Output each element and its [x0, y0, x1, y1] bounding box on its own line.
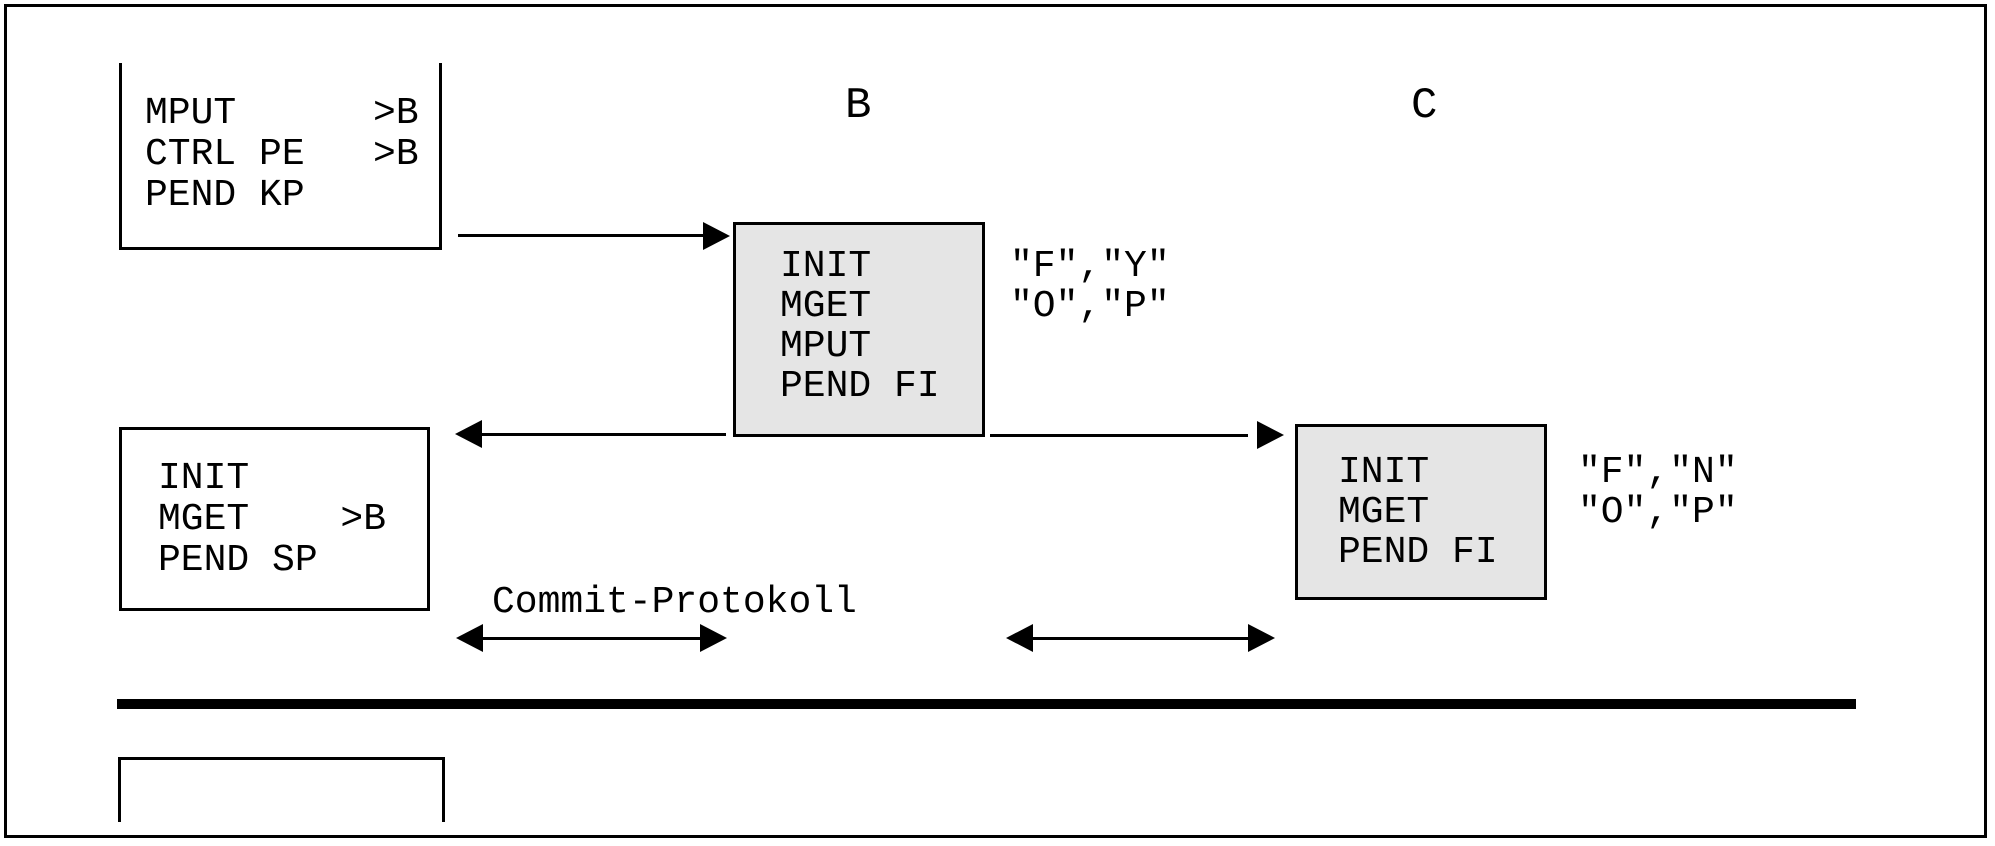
arrow-b-to-c-line	[990, 434, 1248, 437]
box-c-params: "F","N" "O","P"	[1578, 453, 1738, 533]
box-top-left-line: MPUT >B	[145, 92, 419, 135]
arrow-b-to-a-line	[482, 433, 726, 436]
box-bottom-left-line: MGET >B	[158, 498, 387, 541]
arrow-b-to-c-head-icon	[1257, 421, 1284, 449]
box-top-left-line: CTRL PE >B	[145, 133, 419, 176]
box-b-line: MPUT	[780, 325, 872, 368]
commit-arrow-right-head-icon	[1248, 624, 1275, 652]
box-bottom-left-line: INIT	[158, 457, 250, 500]
partner-b-label: B	[845, 81, 872, 131]
commit-arrow-right-line	[1030, 637, 1252, 640]
arrow-b-to-a-head-icon	[455, 420, 482, 448]
box-b-line: INIT	[780, 245, 872, 288]
box-b-params: "F","Y" "O","P"	[1010, 247, 1170, 327]
arrow-a-to-b-head-icon	[703, 222, 730, 250]
box-b: INIT MGET MPUT PEND FI	[733, 222, 985, 437]
box-c-line: PEND FI	[1338, 531, 1498, 574]
box-bottom-left: INIT MGET >B PEND SP	[119, 427, 430, 611]
commit-arrow-left-head-icon	[456, 624, 483, 652]
box-bottom-partial	[118, 757, 445, 822]
arrow-a-to-b-line	[458, 234, 705, 237]
box-b-line: PEND FI	[780, 365, 940, 408]
box-c-param-line: "O","P"	[1578, 491, 1738, 534]
commit-protocol-label: Commit-Protokoll	[492, 581, 857, 624]
outer-border	[4, 4, 1987, 838]
box-c: INIT MGET PEND FI	[1295, 424, 1547, 600]
box-c-line: INIT	[1338, 451, 1430, 494]
box-b-line: MGET	[780, 285, 872, 328]
box-top-left-line: PEND KP	[145, 174, 305, 217]
box-c-line: MGET	[1338, 491, 1430, 534]
partner-c-label: C	[1411, 81, 1438, 131]
box-top-left: MPUT >B CTRL PE >B PEND KP	[119, 63, 442, 250]
timeline-divider	[117, 699, 1856, 709]
commit-arrow-left-line	[482, 637, 714, 640]
box-b-param-line: "O","P"	[1010, 285, 1170, 328]
commit-arrow-left-head-icon	[700, 624, 727, 652]
box-c-param-line: "F","N"	[1578, 451, 1738, 494]
box-bottom-left-line: PEND SP	[158, 539, 318, 582]
box-b-param-line: "F","Y"	[1010, 245, 1170, 288]
commit-arrow-right-head-icon	[1006, 624, 1033, 652]
